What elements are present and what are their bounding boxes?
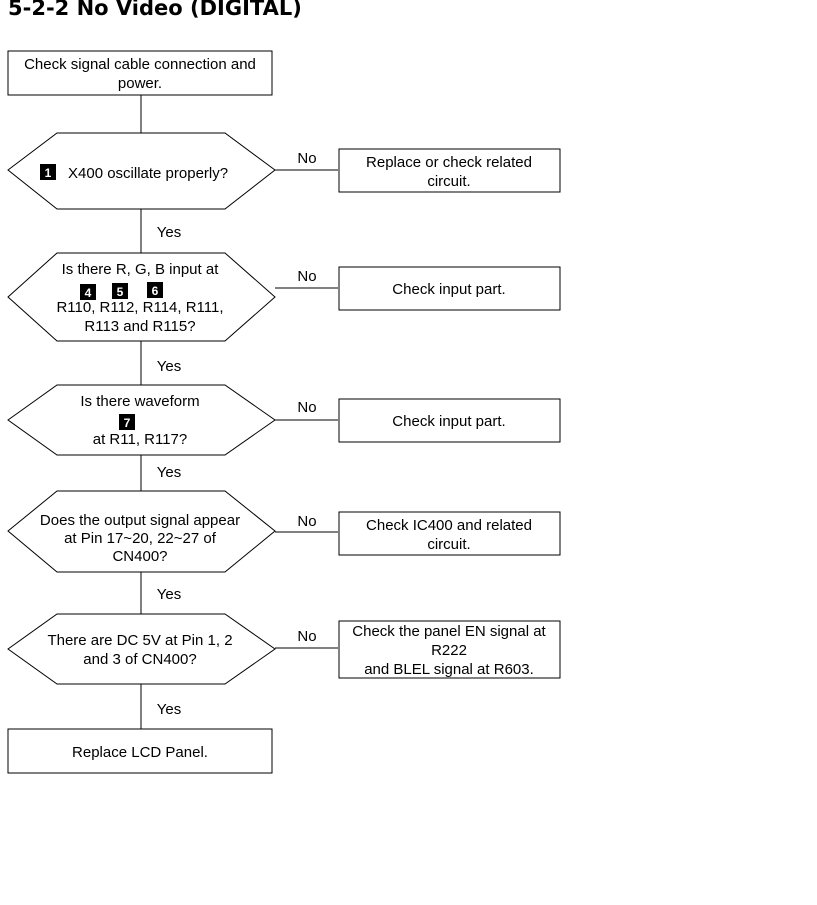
d1-no-text-2: circuit. [427,173,470,190]
d5-text-1: There are DC 5V at Pin 1, 2 [47,632,232,649]
d1-text: X400 oscillate properly? [68,165,228,182]
d4-no-text-2: circuit. [427,536,470,553]
no-label-3: No [297,399,316,416]
no-label-5: No [297,628,316,645]
no-label-4: No [297,513,316,530]
d2-no-box [338,266,561,311]
badge-4-label: 4 [85,286,92,300]
no-label-2: No [297,268,316,285]
no-label-1: No [297,150,316,167]
d4-text-1: Does the output signal appear [40,512,240,529]
yes-label-3: Yes [157,464,181,481]
end-box [7,728,273,774]
d4-no-text-1: Check IC400 and related [366,517,532,534]
d4-text-2: at Pin 17~20, 22~27 of [64,530,217,547]
decision-2 [7,252,276,342]
badge-4-icon [80,284,96,300]
d2-text-1: Is there R, G, B input at [62,261,220,278]
shapes [7,50,561,774]
connectors [140,95,338,729]
d3-no-text: Check input part. [392,413,505,430]
badge-1-icon [40,164,56,180]
yes-label-5: Yes [157,701,181,718]
d4-no-box [338,511,561,556]
badge-5-label: 5 [117,285,124,299]
yes-label-1: Yes [157,224,181,241]
node-texts: Check signal cable connection and power.… [24,56,546,761]
d3-no-box [338,398,561,443]
d2-text-2: R110, R112, R114, R111, [56,299,223,316]
decision-4 [7,490,276,573]
decision-1 [7,132,276,210]
d1-no-box [338,148,561,193]
start-box [7,50,273,96]
yes-label-4: Yes [157,586,181,603]
d3-text-2: at R11, R117? [93,431,188,448]
badge-7-label: 7 [124,416,131,430]
d4-text-3: CN400? [112,548,167,565]
badge-5-icon [112,283,128,299]
badges: 1 4 5 6 7 [40,164,163,430]
branch-labels: Yes Yes Yes Yes Yes No No No No No [157,150,317,718]
start-text-2: power. [118,75,162,92]
d2-text-3: R113 and R115? [84,318,195,335]
d1-no-text-1: Replace or check related [366,154,532,171]
d5-text-2: and 3 of CN400? [83,651,196,668]
yes-label-2: Yes [157,358,181,375]
badge-6-label: 6 [152,284,159,298]
d5-no-text-2: R222 [431,642,467,659]
d5-no-box [338,620,561,679]
d5-no-text-1: Check the panel EN signal at [352,623,546,640]
decision-3 [7,384,276,456]
end-text: Replace LCD Panel. [72,744,208,761]
decision-5 [7,613,276,685]
d2-no-text: Check input part. [392,281,505,298]
badge-1-label: 1 [45,166,52,180]
badge-6-icon [147,282,163,298]
badge-7-icon [119,414,135,430]
d5-no-text-3: and BLEL signal at R603. [364,661,534,678]
start-text-1: Check signal cable connection and [24,56,256,73]
page-title: 5-2-2 No Video (DIGITAL) [8,0,302,20]
d3-text-1: Is there waveform [80,393,199,410]
